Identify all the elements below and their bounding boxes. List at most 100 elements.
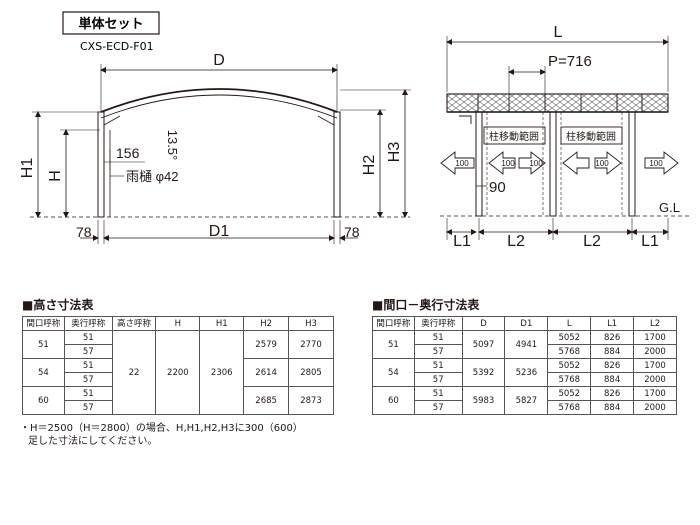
depth-code-cell: 51 [413,386,463,401]
width-code-cell: 60 [22,386,65,415]
l1-cell: 826 [590,330,635,345]
l2-cell: 2000 [633,400,677,415]
column-header: 間口呼称 [22,316,65,331]
l-cell: 5052 [547,358,592,373]
column-header: H3 [288,316,334,331]
width-code-cell: 60 [372,386,415,415]
note-line-1: ・H＝2500（H＝2800）の場合、H,H1,H2,H3に300（600） [20,423,303,434]
l1-cell: 826 [590,358,635,373]
height-table-title: ■高さ寸法表 [22,298,94,312]
label-gutter: 雨樋 φ42 [126,169,179,184]
column-header: 奥行呼称 [413,316,463,331]
post-range-left: 柱移動範囲 [489,130,539,143]
d1-cell: 5236 [504,358,549,387]
label-l1-left: L1 [453,233,471,250]
depth-code-cell: 57 [413,400,463,415]
span-table-title: ■間口－奥行寸法表 [372,298,480,312]
depth-code-cell: 57 [63,372,113,387]
label-78-right: 78 [344,224,360,240]
arrow-100-4: 100 [595,159,609,168]
h2-cell: 2579 [243,330,290,359]
label-h3: H3 [386,142,403,163]
note-line-2: 足した寸法にしてください。 [28,436,158,447]
column-header: L [547,316,592,331]
l2-cell: 2000 [633,372,677,387]
h3-cell: 2873 [288,386,334,415]
column-header: L1 [590,316,635,331]
column-header: H2 [243,316,290,331]
label-l1-right: L1 [641,233,659,250]
arrow-100-5: 100 [649,159,663,168]
column-header: 高さ呼称 [111,316,157,331]
arrow-100-1: 100 [455,159,469,168]
label-78-left: 78 [76,224,92,240]
badge-text: 単体セット [78,16,143,32]
h3-cell: 2805 [288,358,334,387]
depth-code-cell: 51 [413,358,463,373]
arrow-100-3: 100 [529,159,543,168]
d1-cell: 4941 [504,330,549,359]
l-cell: 5768 [547,344,592,359]
l1-cell: 884 [590,344,635,359]
column-header: L2 [633,316,677,331]
label-l2-right: L2 [583,233,601,250]
depth-code-cell: 51 [413,330,463,345]
l2-cell: 1700 [633,386,677,401]
d-cell: 5392 [461,358,506,387]
width-code-cell: 51 [22,330,65,359]
width-code-cell: 51 [372,330,415,359]
column-header: 奥行呼称 [63,316,113,331]
h1-cell: 2306 [199,330,245,415]
arrow-100-2: 100 [501,159,515,168]
model-code: CXS-ECD-F01 [80,40,154,53]
d-cell: 5097 [461,330,506,359]
carport-dimension-drawing: 単体セット CXS-ECD-F01 [19,11,690,250]
h2-cell: 2614 [243,358,290,387]
label-p: P=716 [548,53,592,70]
h-cell: 2200 [155,330,201,415]
depth-code-cell: 57 [63,400,113,415]
depth-code-cell: 57 [413,372,463,387]
column-header: H1 [199,316,245,331]
depth-code-cell: 57 [413,344,463,359]
label-slope: 13.5° [165,130,180,161]
table-row: 57 [23,400,334,415]
side-view-labels: D D1 H1 H H2 H3 156 13.5° 雨樋 φ42 78 78 [19,52,403,240]
column-header: D [461,316,506,331]
l2-cell: 1700 [633,330,677,345]
label-d: D [213,52,225,69]
l2-cell: 1700 [633,358,677,373]
h3-cell: 2770 [288,330,334,359]
label-l2-left: L2 [507,233,525,250]
height-code-cell: 22 [111,330,157,415]
column-header: D1 [504,316,549,331]
depth-code-cell: 51 [63,386,113,401]
label-l: L [554,24,563,41]
post-range-right: 柱移動範囲 [566,130,616,143]
column-header: 間口呼称 [372,316,415,331]
note: ・H＝2500（H＝2800）の場合、H,H1,H2,H3に300（600） 足… [20,422,303,448]
l-cell: 5768 [547,400,592,415]
column-header: H [155,316,201,331]
label-h1: H1 [19,158,36,179]
depth-code-cell: 51 [63,330,113,345]
l1-cell: 826 [590,386,635,401]
label-d1: D1 [209,223,230,240]
l-cell: 5768 [547,372,592,387]
l-cell: 5052 [547,386,592,401]
l1-cell: 884 [590,372,635,387]
side-view [30,64,411,244]
front-view [440,36,690,240]
